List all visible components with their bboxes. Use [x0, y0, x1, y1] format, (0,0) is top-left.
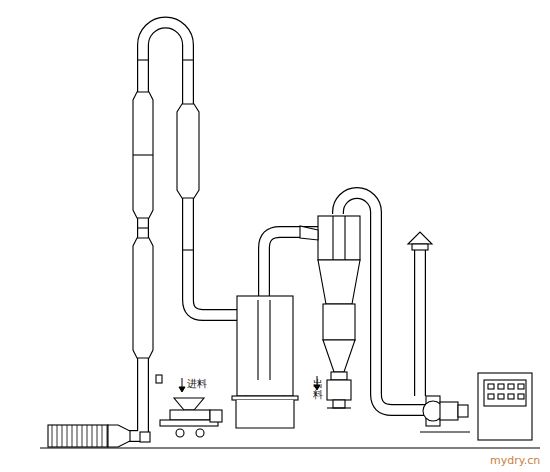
discharge-label: 出料 — [313, 378, 323, 400]
pipes — [128, 23, 428, 441]
watermark: mydry.cn — [490, 455, 540, 467]
flow-arrows — [179, 376, 320, 392]
feed-label: 进料 — [187, 378, 207, 389]
equipment — [40, 60, 540, 448]
